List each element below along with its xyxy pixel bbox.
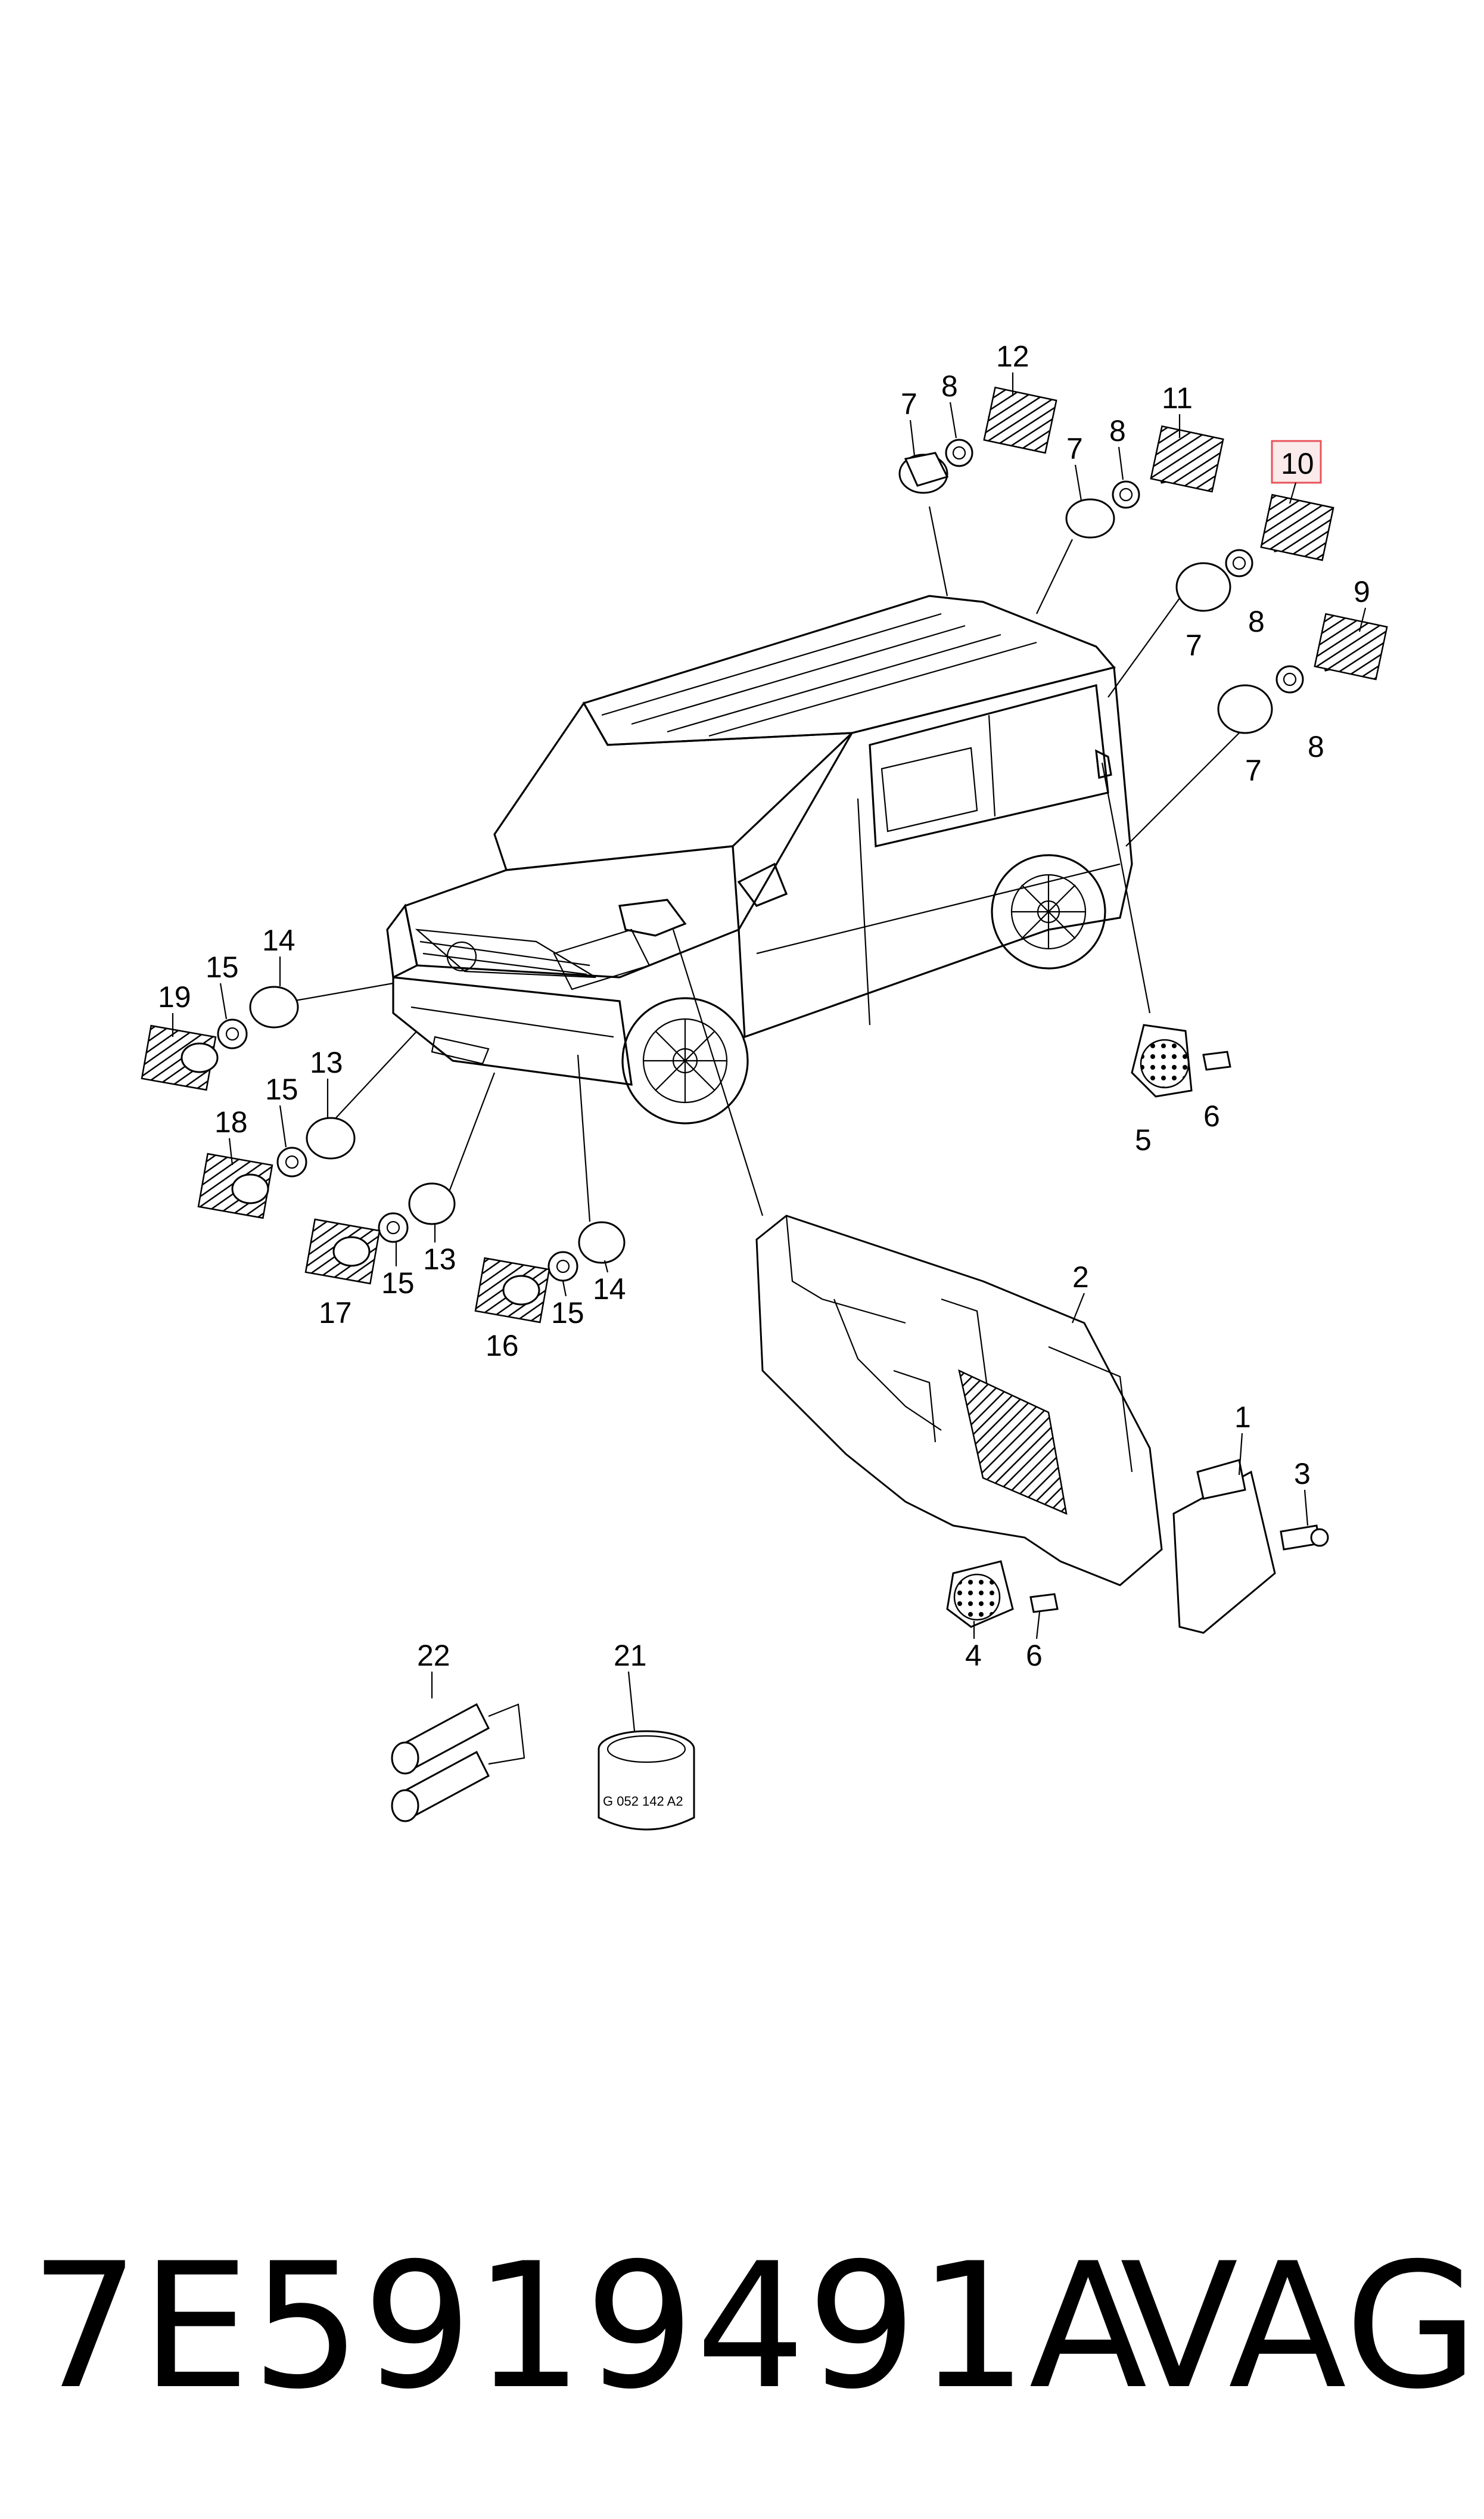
callout-11[interactable]: 11 (1162, 381, 1193, 415)
brand-caption: VAG (1120, 2226, 1480, 2427)
callout-8b[interactable]: 8 (1109, 414, 1126, 448)
callout-1[interactable]: 1 (1234, 1400, 1251, 1434)
callout-8c[interactable]: 8 (1248, 605, 1265, 638)
callout-8a[interactable]: 8 (941, 369, 958, 403)
callout-7b[interactable]: 7 (1066, 432, 1083, 465)
container-stamp: G 052 142 A2 (603, 1794, 683, 1809)
callout-14a[interactable]: 14 (262, 924, 295, 957)
callout-3[interactable]: 3 (1294, 1457, 1311, 1490)
callout-19[interactable]: 19 (158, 980, 191, 1014)
callouts: 10 12 11 9 7 8 7 8 8 7 8 7 6 5 14 15 19 … (158, 340, 1370, 1672)
speaker-front (946, 1560, 1059, 1628)
callout-7a[interactable]: 7 (901, 387, 917, 421)
callout-2[interactable]: 2 (1072, 1260, 1089, 1294)
callout-8d[interactable]: 8 (1308, 730, 1324, 763)
speaker-rear (1131, 1024, 1231, 1098)
callout-13b[interactable]: 13 (423, 1243, 456, 1276)
callout-15b[interactable]: 15 (265, 1073, 298, 1106)
front-sensor-group (141, 986, 626, 1324)
leader-lines (291, 506, 1252, 1222)
sensor-housing (898, 452, 949, 494)
callout-5[interactable]: 5 (1135, 1123, 1152, 1157)
callout-21[interactable]: 21 (614, 1639, 647, 1672)
callout-7d[interactable]: 7 (1245, 754, 1262, 787)
highlighted-callout-box (1271, 440, 1322, 484)
part-number-caption: 7E5919491A (30, 2226, 1149, 2427)
callout-18[interactable]: 18 (214, 1105, 248, 1139)
rear-sensor-group (898, 386, 1388, 734)
callout-4[interactable]: 4 (965, 1639, 982, 1672)
callout-15c[interactable]: 15 (381, 1266, 415, 1300)
callout-17[interactable]: 17 (319, 1296, 352, 1330)
callout-12[interactable]: 12 (996, 340, 1029, 373)
callout-leaders (172, 372, 1367, 1732)
callout-6b[interactable]: 6 (1026, 1639, 1043, 1672)
van-illustration (386, 595, 1133, 1125)
callout-9[interactable]: 9 (1354, 575, 1370, 608)
repair-wires (391, 1703, 525, 1822)
callout-15d[interactable]: 15 (551, 1296, 584, 1330)
callout-13a[interactable]: 13 (310, 1046, 343, 1079)
grease-container: G 052 142 A2 (598, 1730, 695, 1831)
callout-10[interactable]: 10 (1281, 447, 1314, 480)
callout-16[interactable]: 16 (486, 1329, 519, 1362)
control-unit (1172, 1459, 1329, 1634)
callout-14b[interactable]: 14 (593, 1272, 626, 1306)
callout-7c[interactable]: 7 (1186, 629, 1202, 662)
bracket-assembly (755, 1215, 1163, 1586)
callout-22[interactable]: 22 (417, 1639, 450, 1672)
callout-15a[interactable]: 15 (206, 951, 239, 984)
callout-6a[interactable]: 6 (1203, 1099, 1220, 1133)
